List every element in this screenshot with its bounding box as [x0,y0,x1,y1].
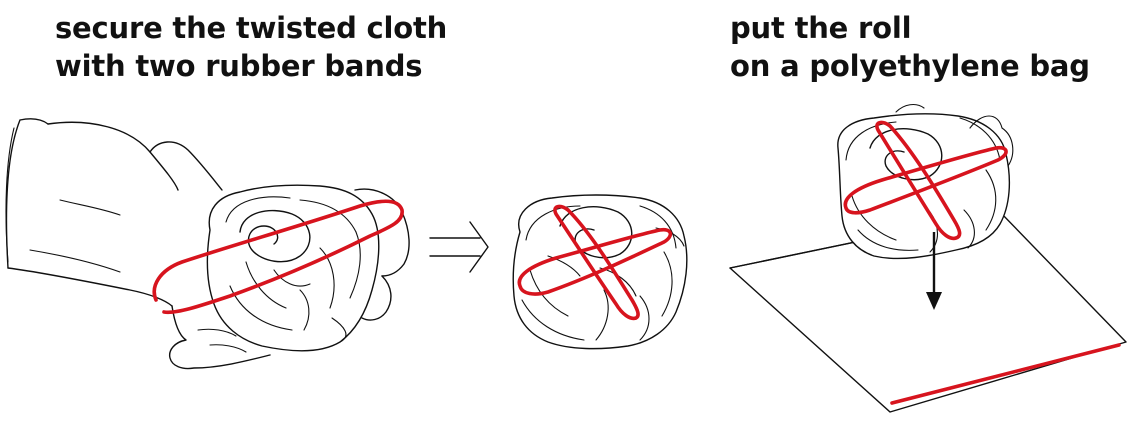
step-1-caption-line-1: secure the twisted cloth [55,11,448,45]
rubber-band-vertical [553,204,640,321]
rubber-band-horizontal [517,227,673,296]
step-2-caption-line-2: on a polyethylene bag [730,49,1090,83]
secured-roll-above-bag [837,103,1014,260]
step-1-caption: secure the twisted cloth with two rubber… [55,9,447,85]
down-arrow-icon [926,232,942,310]
step-1-caption-line-2: with two rubber bands [55,49,423,83]
rubber-band-horizontal-2 [843,145,1008,215]
rubber-band-vertical-2 [875,120,962,241]
bag-zip-seal [890,343,1121,405]
twisted-cloth-in-hand [206,184,380,352]
step-2-caption-line-1: put the roll [730,11,912,45]
rubber-band-stretched [152,199,404,315]
step-2-caption: put the roll on a polyethylene bag [730,9,1090,85]
double-right-arrow-icon [429,221,489,273]
gloved-hand-illustration [5,118,410,370]
